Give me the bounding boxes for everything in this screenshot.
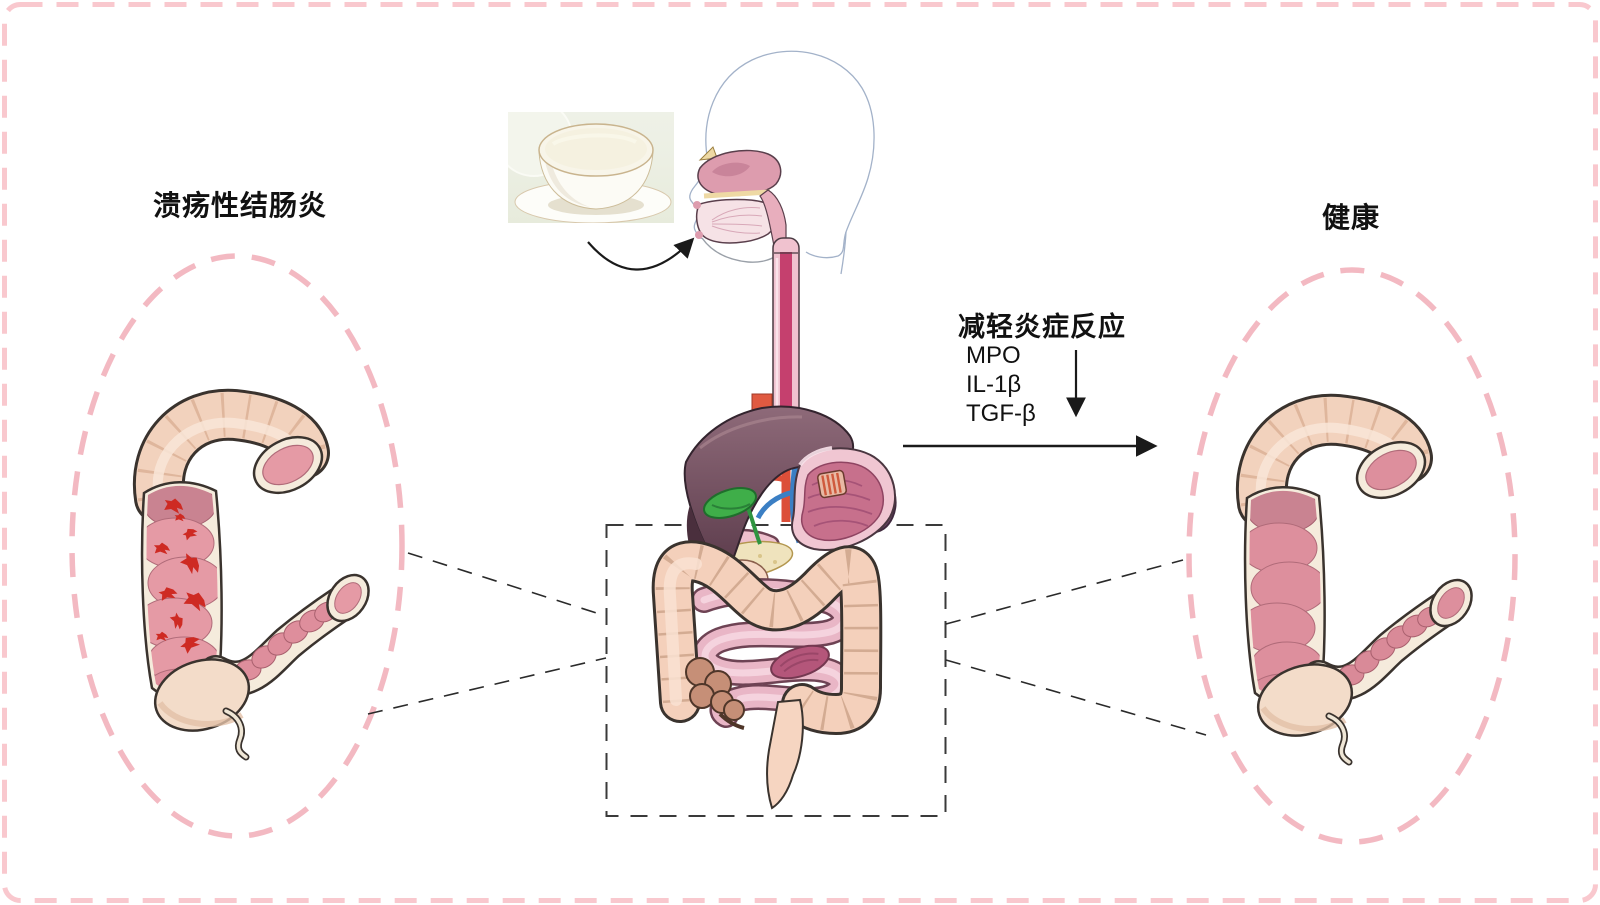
healthy-colon-figure	[1239, 420, 1480, 762]
ingestion-arrow-icon	[587, 237, 695, 271]
diseased-colon-figure	[136, 415, 377, 757]
jejunum-cut	[770, 644, 830, 680]
digestive-system-illustration	[651, 50, 897, 810]
marker-mpo: MPO	[966, 342, 1021, 369]
muscle-layer-patch	[816, 469, 848, 499]
diseased-panel-ellipse	[69, 253, 405, 839]
marker-tgfb: TGF-β	[966, 400, 1036, 427]
cecum	[685, 657, 745, 730]
anti-inflammation-title: 减轻炎症反应	[958, 312, 1126, 342]
chin-line	[701, 237, 777, 263]
inflammation-marker-list: MPO IL-1β TGF-β	[966, 341, 1036, 428]
gallbladder	[703, 487, 762, 545]
focus-box	[605, 524, 947, 817]
large-intestine	[651, 540, 883, 736]
zoom-connector-lines	[367, 552, 1207, 736]
healthy-panel-ellipse	[1186, 267, 1518, 845]
yogurt-photo	[508, 112, 674, 223]
nasal-cavity	[697, 146, 782, 199]
yogurt-bowl-drawing	[508, 112, 672, 223]
ulcerative-colitis-label: 溃疡性结肠炎	[153, 190, 328, 221]
esophagus	[772, 237, 800, 435]
rectum	[766, 698, 804, 810]
healthy-label: 健康	[1322, 202, 1381, 233]
stomach	[791, 446, 896, 551]
oral-cavity	[693, 189, 787, 247]
marker-il1b: IL-1β	[966, 371, 1022, 398]
